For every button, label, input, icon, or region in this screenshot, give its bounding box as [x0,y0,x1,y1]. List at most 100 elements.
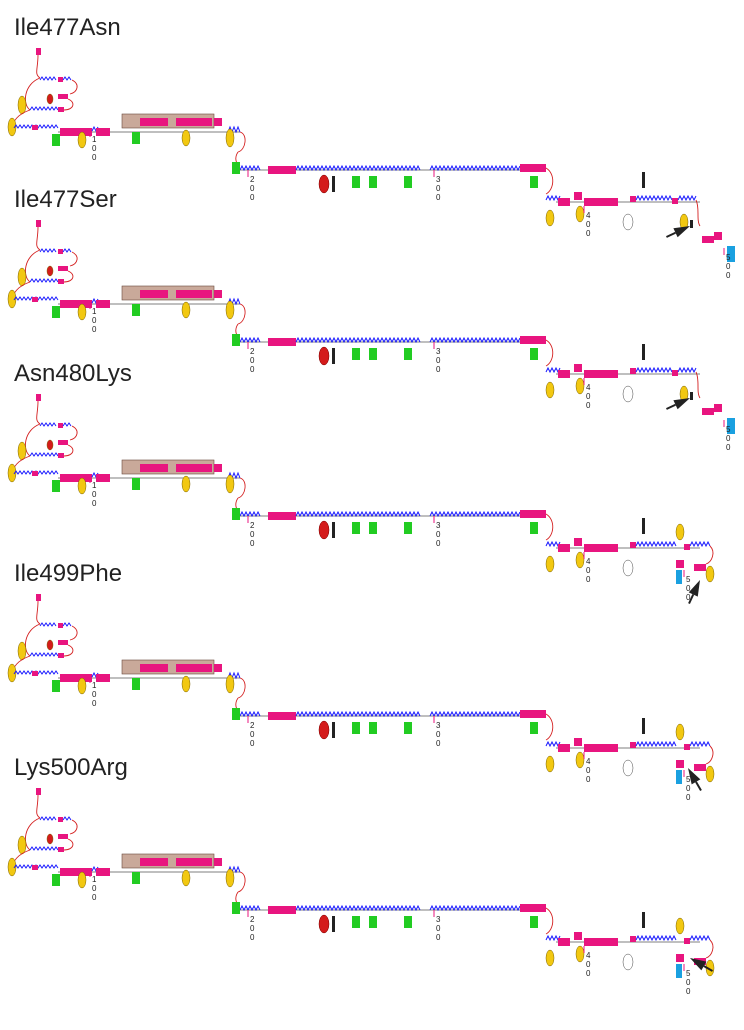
cyan-bar [676,964,682,978]
turn-squiggle [659,540,677,548]
helix-block [58,423,63,428]
strand-block [369,722,377,734]
helix-block [36,220,41,227]
yellow-oval [77,871,87,889]
segment-n-terminal [7,594,78,683]
yellow-oval [575,205,585,223]
helix-block [214,118,222,126]
turn-squiggle [429,336,521,344]
turn-squiggle [545,740,561,748]
coil-loop [36,54,41,79]
ruler-digit: 2 [250,721,255,730]
turn-squiggle [227,471,241,480]
ruler-digit: 0 [436,539,441,548]
helix-block [214,858,222,866]
strand-block [232,902,240,914]
helix-block [630,542,636,548]
helix-block [96,128,110,136]
yellow-oval [705,565,715,583]
cyan-bar [727,246,735,262]
ruler-digit: 5 [686,775,691,784]
strand-block [132,678,140,690]
turn-squiggle [545,366,561,374]
open-oval [622,559,634,577]
helix-block [684,938,690,944]
turn-squiggle [429,164,521,172]
helix-block [58,440,68,445]
helix-block [584,544,618,552]
coil-loop [36,600,41,625]
turn-squiggle [545,540,561,548]
helix-block [702,236,714,243]
strand-block [530,348,538,360]
helix-block [140,290,168,298]
ruler-digit: 0 [250,924,255,933]
helix-block [36,394,41,401]
strand-block [352,722,360,734]
strand-block [132,132,140,144]
ruler-digit: 0 [92,316,97,325]
ruler-digit: 5 [686,575,691,584]
arrow-shaft [703,965,714,972]
arrow-head [688,580,700,597]
arrow-head [690,958,707,971]
strand-block [352,176,360,188]
strand-block [52,680,60,692]
coil-loop [24,249,41,283]
turn-squiggle [429,710,521,718]
ruler-digit: 2 [250,175,255,184]
helix-block [558,370,570,378]
strand-block [530,916,538,928]
yellow-oval [225,300,235,320]
helix-block [140,464,168,472]
panel-title: Asn480Lys [14,360,132,387]
helix-block [676,954,684,962]
turn-squiggle [689,934,711,942]
helix-block [558,744,570,752]
yellow-oval [575,377,585,395]
ruler-digit: 5 [726,253,731,262]
strand-block [404,176,412,188]
helix-block [574,364,582,372]
turn-squiggle [39,422,57,427]
helix-block [676,760,684,768]
yellow-oval [545,949,555,967]
helix-block [60,868,92,876]
red-oval [46,265,54,277]
helix-block [36,788,41,795]
turn-squiggle [39,248,57,253]
helix-block [60,300,92,308]
helix-block [574,932,582,940]
ruler-digit: 0 [586,766,591,775]
dark-bar [332,722,335,738]
helix-block [60,674,92,682]
coil-loop [545,513,554,541]
yellow-oval [77,131,87,149]
turn-squiggle [295,164,361,172]
strand-block [530,176,538,188]
turn-squiggle [359,904,421,912]
helix-block [214,664,222,672]
yellow-oval [545,555,555,573]
helix-block [58,847,64,852]
panel-title: Lys500Arg [14,754,128,781]
helix-block [58,623,63,628]
helix-block [574,738,582,746]
open-oval [622,213,634,231]
helix-block [32,671,38,676]
helix-block [32,125,38,130]
yellow-oval [17,641,27,661]
segment-n-terminal [7,220,78,309]
helix-block [96,674,110,682]
strand-block [52,306,60,318]
ruler-digit: 5 [686,969,691,978]
helix-block [60,128,92,136]
yellow-oval [77,477,87,495]
coil-loop [545,167,554,195]
coil-loop [69,625,78,641]
helix-block [520,710,546,718]
